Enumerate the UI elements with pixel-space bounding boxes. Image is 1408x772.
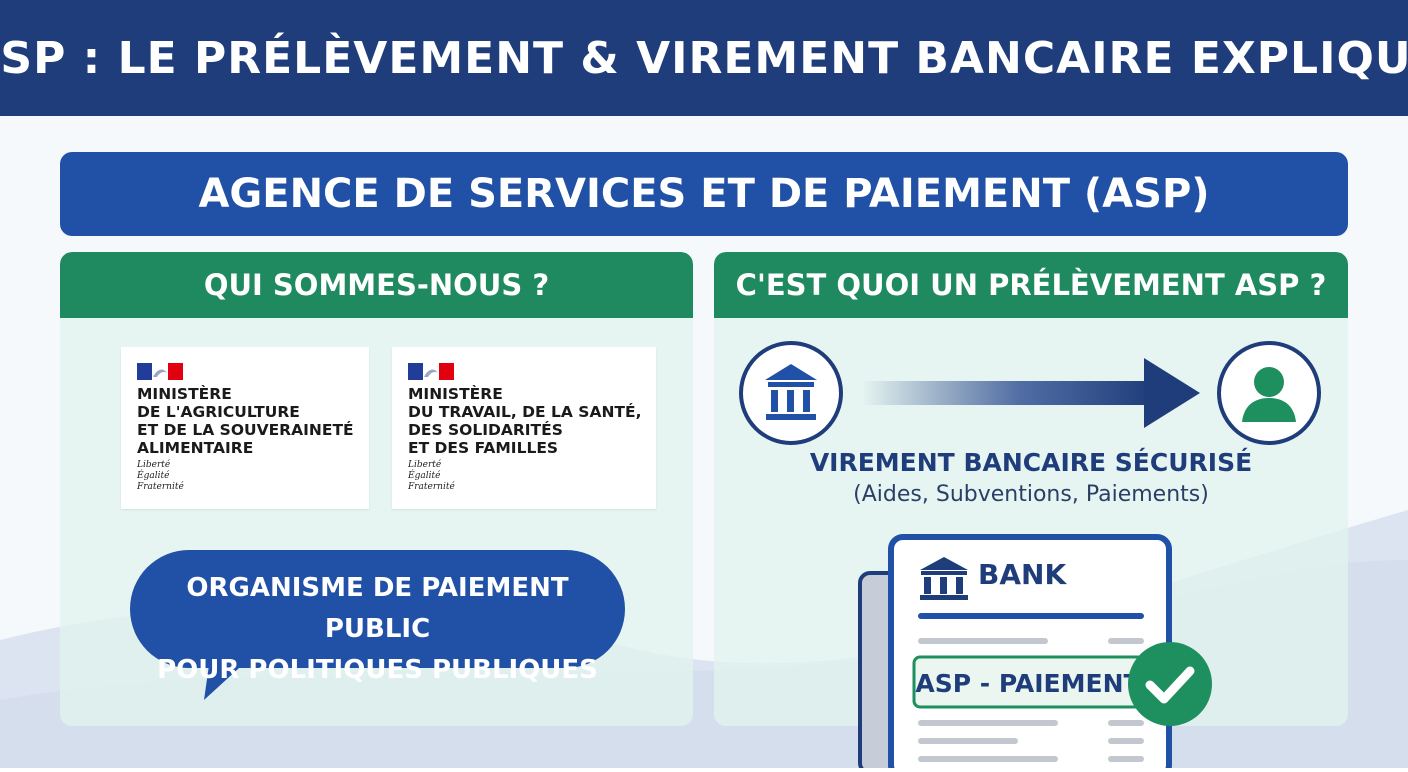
about-panel: QUI SOMMES-NOUS ? MINISTÈRE DE L'AGRICUL… (60, 252, 693, 726)
about-panel-header: QUI SOMMES-NOUS ? (60, 252, 693, 318)
page-title: ASP : LE PRÉLÈVEMENT & VIREMENT BANCAIRE… (0, 32, 1408, 84)
asp-payment-label: ASP - PAIEMENT (915, 668, 1141, 698)
speech-bubble-shape (130, 550, 625, 700)
ministry-logo-travail: MINISTÈRE DU TRAVAIL, DE LA SANTÉ, DES S… (392, 347, 656, 509)
about-panel-title: QUI SOMMES-NOUS ? (203, 268, 550, 302)
ministry-logo-agriculture: MINISTÈRE DE L'AGRICULTURE ET DE LA SOUV… (121, 347, 369, 509)
bank-statement: BANK ASP - PAIEMENT (858, 533, 1218, 772)
debit-panel-title: C'EST QUOI UN PRÉLÈVEMENT ASP ? (735, 268, 1327, 302)
republic-motto: Liberté Égalité Fraternité (408, 460, 455, 492)
speech-bubble: ORGANISME DE PAIEMENT PUBLIC POUR POLITI… (130, 550, 625, 700)
agency-banner: AGENCE DE SERVICES ET DE PAIEMENT (ASP) (60, 152, 1348, 236)
agency-title: AGENCE DE SERVICES ET DE PAIEMENT (ASP) (198, 171, 1210, 217)
bank-icon (739, 341, 843, 445)
checkmark-icon (1128, 642, 1212, 726)
page-header: ASP : LE PRÉLÈVEMENT & VIREMENT BANCAIRE… (0, 0, 1408, 116)
transfer-label: VIREMENT BANCAIRE SÉCURISÉ (809, 448, 1253, 477)
marianne-flag-icon (408, 363, 454, 380)
bank-statement-illustration (858, 534, 1172, 772)
debit-panel-header: C'EST QUOI UN PRÉLÈVEMENT ASP ? (714, 252, 1348, 318)
transfer-arrow-icon (862, 358, 1200, 428)
republic-motto: Liberté Égalité Fraternité (137, 460, 184, 492)
ministry-name: MINISTÈRE DE L'AGRICULTURE ET DE LA SOUV… (137, 385, 354, 457)
ministry-name: MINISTÈRE DU TRAVAIL, DE LA SANTÉ, DES S… (408, 385, 642, 457)
speech-bubble-text: ORGANISME DE PAIEMENT PUBLIC POUR POLITI… (157, 573, 598, 685)
user-icon (1217, 341, 1321, 445)
bank-label: BANK (978, 558, 1067, 591)
transfer-sublabel: (Aides, Subventions, Paiements) (853, 482, 1209, 507)
marianne-flag-icon (137, 363, 183, 380)
